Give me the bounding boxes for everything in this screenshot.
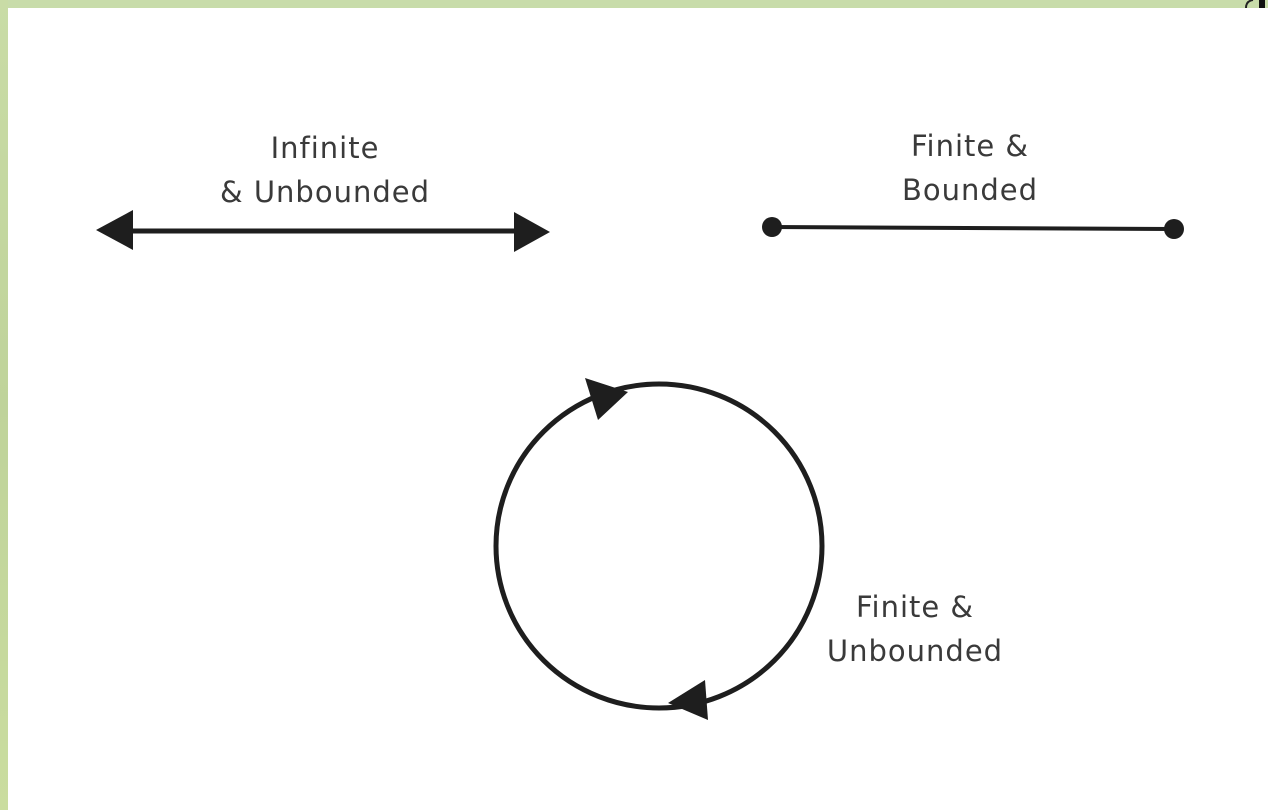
bounded-segment — [771, 225, 1175, 231]
label-finite-unbounded-line2: Unbounded — [826, 634, 1004, 668]
label-finite-bounded-line1: Finite & — [910, 129, 1030, 163]
frame-left-border — [0, 0, 8, 810]
circle-bottom-arrowhead — [668, 680, 708, 720]
label-infinite-unbounded-line2: & Unbounded — [219, 175, 430, 209]
label-finite-bounded-line2: Bounded — [901, 173, 1039, 207]
diagram-panel — [8, 8, 1268, 810]
unbounded-circle — [493, 381, 825, 711]
infinite-line-group — [96, 210, 550, 252]
label-infinite-unbounded-line1: Infinite — [270, 131, 380, 165]
infinite-line-right-arrowhead — [514, 212, 550, 252]
label-finite-unbounded-line1: Finite & — [855, 590, 975, 624]
infinite-line-left-arrowhead — [96, 210, 133, 250]
segment-right-endpoint — [1164, 219, 1184, 239]
frame-top-border — [0, 0, 1268, 8]
label-finite-unbounded: Finite & Unbounded — [800, 585, 1030, 673]
segment-group — [762, 217, 1184, 239]
segment-left-endpoint — [762, 217, 782, 237]
circle-group — [493, 378, 825, 720]
label-finite-bounded: Finite & Bounded — [860, 124, 1080, 212]
circle-top-arrowhead — [585, 378, 628, 420]
label-infinite-unbounded: Infinite & Unbounded — [190, 126, 460, 214]
corner-fragment-icon — [1245, 0, 1265, 8]
